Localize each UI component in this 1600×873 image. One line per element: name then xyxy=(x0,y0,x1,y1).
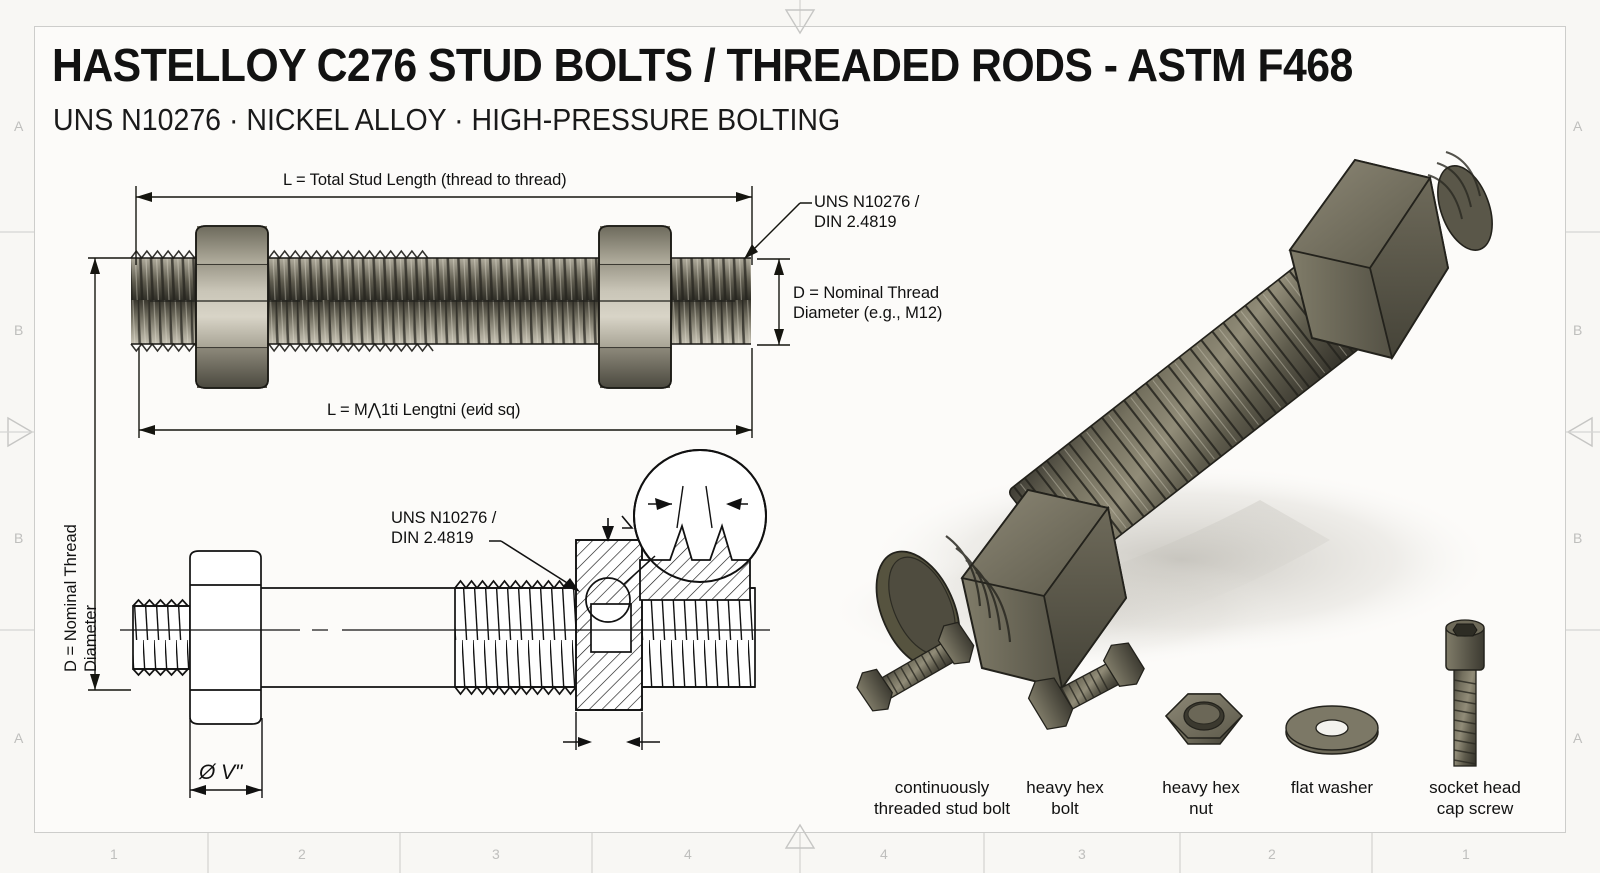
legend-caption-flat-washer: flat washer xyxy=(1290,778,1374,797)
zone-label-bottom-2r: 2 xyxy=(1268,846,1277,862)
label-lower-length-garbled: L = M⋀1ti Lengtni (eи̇d sq) xyxy=(327,401,521,419)
zone-label-right-a-top: A xyxy=(1573,118,1583,134)
zone-label-left-a-top: A xyxy=(14,118,24,134)
zone-label-right-b-lower: B xyxy=(1573,530,1583,546)
zone-label-bottom-4l: 4 xyxy=(684,846,693,862)
center-mark-right-icon xyxy=(1566,416,1593,448)
legend-caption-cap-screw: socket head cap screw xyxy=(1429,778,1521,818)
zone-label-bottom-2l: 2 xyxy=(298,846,307,862)
label-shank-diameter: Ø V" xyxy=(199,761,243,784)
zone-label-bottom-3r: 3 xyxy=(1078,846,1087,862)
label-vertical-nominal-diameter: D = Nominal Thread Diameter xyxy=(62,524,100,672)
zone-label-bottom-4r: 4 xyxy=(880,846,889,862)
page-subtitle: UNS N10276 · NICKEL ALLOY · HIGH-PRESSUR… xyxy=(53,102,841,137)
zone-label-right-b-upper: B xyxy=(1573,322,1583,338)
drawing-frame xyxy=(34,26,1566,833)
zone-label-bottom-1l: 1 xyxy=(110,846,119,862)
label-material-top: UNS N10276 / DIN 2.4819 xyxy=(814,193,920,232)
legend-caption-stud-bolt: continuously threaded stud bolt xyxy=(873,778,1011,818)
label-material-lower: UNS N10276 / DIN 2.4819 xyxy=(391,509,497,548)
legend-caption-hex-nut: heavy hex nut xyxy=(1162,778,1240,818)
zone-label-bottom-3l: 3 xyxy=(492,846,501,862)
zone-label-right-a-bottom: A xyxy=(1573,730,1583,746)
label-nominal-diameter: D = Nominal Thread Diameter (e.g., M12) xyxy=(793,284,943,323)
zone-label-left-b-upper: B xyxy=(14,322,24,338)
label-total-stud-length: L = Total Stud Length (thread to thread) xyxy=(283,171,567,189)
zone-label-left-a-bottom: A xyxy=(14,730,24,746)
legend-caption-hex-bolt: heavy hex bolt xyxy=(1026,778,1104,818)
zone-label-bottom-1r: 1 xyxy=(1462,846,1471,862)
center-mark-left-icon xyxy=(7,416,34,448)
zone-label-left-b-lower: B xyxy=(14,530,24,546)
page-title: HASTELLOY C276 STUD BOLTS / THREADED ROD… xyxy=(52,39,1353,91)
